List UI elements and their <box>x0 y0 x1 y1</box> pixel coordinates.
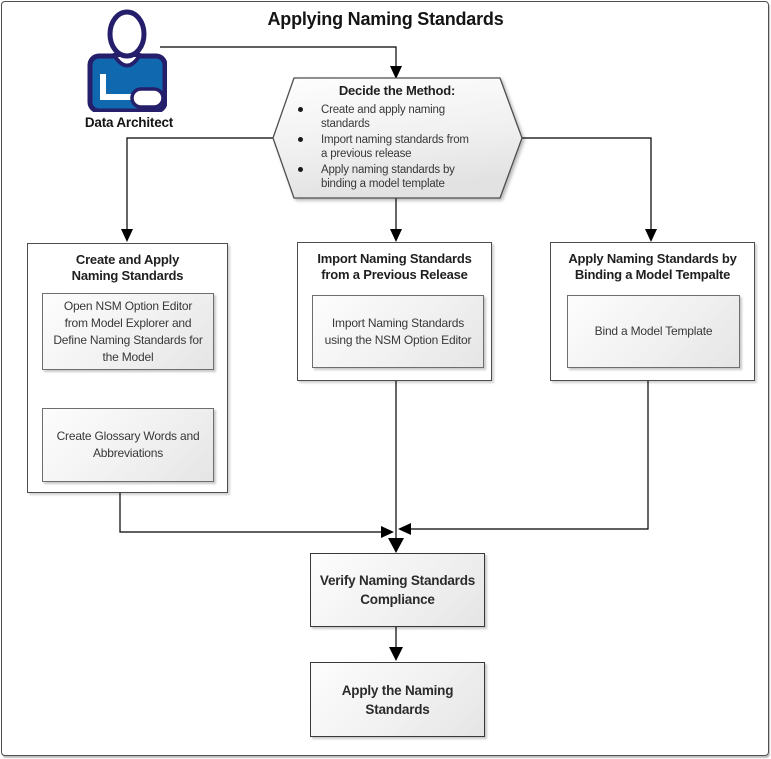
step-text: Bind a Model Template <box>594 324 713 338</box>
arrowhead-down-decision <box>390 66 402 79</box>
final-box-verify-compliance: Verify Naming Standards Compliance <box>310 553 485 627</box>
step-text: Open NSM Option Editor from Model Explor… <box>53 298 203 364</box>
connector-branch1-to-junction <box>119 491 381 533</box>
actor-label: Data Architect <box>84 115 174 130</box>
step-box-create-glossary: Create Glossary Words and Abbreviations <box>42 408 214 482</box>
branch-title: Create and Apply Naming Standards <box>71 252 184 283</box>
arrowhead-right-junction <box>381 526 394 538</box>
decision-bullet-3-text: Apply naming standards by binding a mode… <box>321 164 455 190</box>
step-box-bind-model-template: Bind a Model Template <box>567 295 740 368</box>
branch-title: Import Naming Standards from a Previous … <box>317 251 472 282</box>
arrowhead-down-apply <box>389 647 403 661</box>
step-box-import-nsm: Import Naming Standards using the NSM Op… <box>312 295 484 368</box>
final-box-apply-standards: Apply the Naming Standards <box>310 662 485 737</box>
step-text: Import Naming Standards using the NSM Op… <box>324 315 472 347</box>
branch-title: Apply Naming Standards by Binding a Mode… <box>568 251 737 282</box>
step-box-define-naming-standards: Open NSM Option Editor from Model Explor… <box>42 293 214 370</box>
connector-decision-to-branch-1 <box>126 137 273 229</box>
decision-bullet-2-text: Import naming standards from a previous … <box>321 134 469 160</box>
bullet-dot-icon <box>298 137 303 142</box>
arrowhead-down-branch-3 <box>645 229 657 242</box>
connector-branch3-to-junction <box>411 379 649 530</box>
connector-paths <box>119 46 652 647</box>
decision-bullet-1: Create and apply naming standards <box>292 103 502 131</box>
decision-node: Decide the Method: Create and apply nami… <box>292 83 502 193</box>
person-head <box>107 9 147 59</box>
bullet-dot-icon <box>298 107 303 112</box>
bullet-dot-icon <box>298 167 303 172</box>
final-step-text: Verify Naming Standards Compliance <box>319 573 476 607</box>
decision-bullet-2: Import naming standards from a previous … <box>292 133 502 161</box>
connector-decision-to-branch-3 <box>522 137 652 229</box>
person-icon <box>87 9 167 112</box>
decision-title: Decide the Method: <box>338 83 456 98</box>
final-step-text: Apply the Naming Standards <box>341 682 454 717</box>
connector-actor-to-decision <box>160 46 397 67</box>
decision-bullet-3: Apply naming standards by binding a mode… <box>292 163 502 191</box>
decision-bullet-1-text: Create and apply naming standards <box>321 104 445 130</box>
person-hand <box>130 87 165 109</box>
arrowhead-down-branch-2 <box>390 229 402 242</box>
person-collar <box>112 53 142 68</box>
arrowhead-down-branch-1 <box>121 229 133 242</box>
diagram-title: Applying Naming Standards <box>267 9 504 29</box>
arrowhead-down-verify <box>388 538 404 553</box>
step-text: Create Glossary Words and Abbreviations <box>56 429 200 460</box>
person-arm <box>100 74 135 100</box>
arrowhead-left-junction <box>398 523 411 535</box>
decision-hexagon-shape <box>272 77 523 199</box>
